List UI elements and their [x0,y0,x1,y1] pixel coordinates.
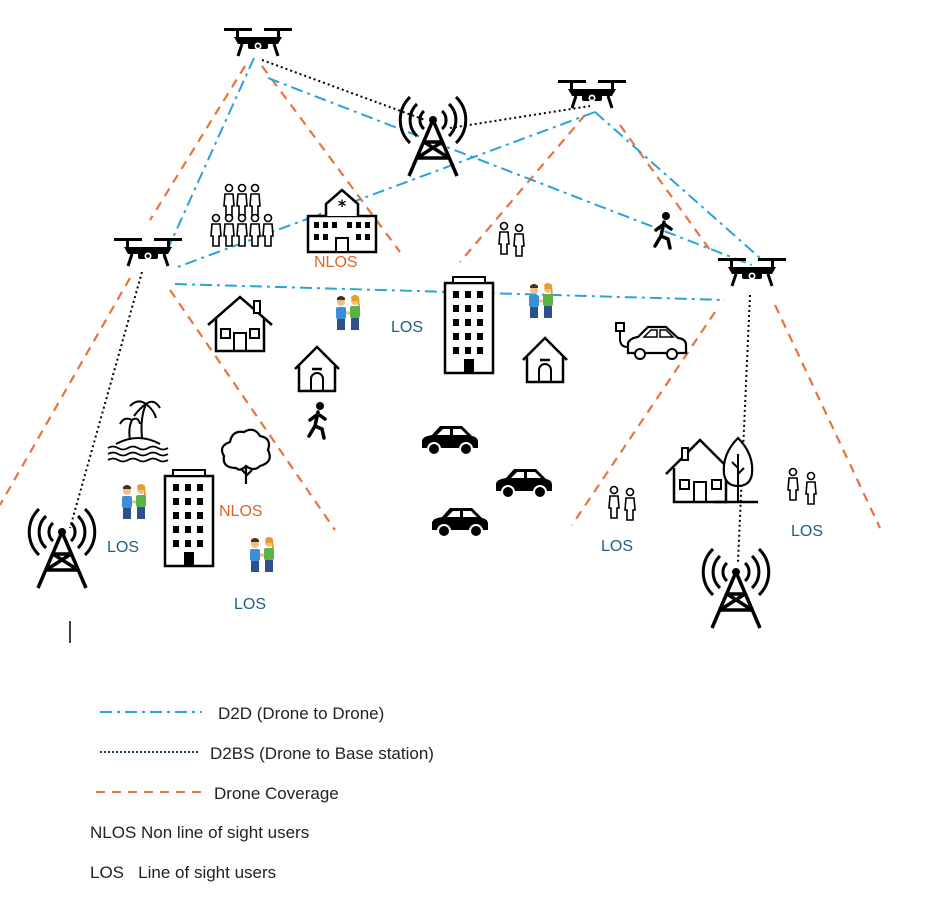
building-icon [163,468,215,568]
los-label: LOS [791,523,823,540]
cell-tower-icon [398,95,468,178]
electric-car-icon [614,321,688,361]
people-group-icon [210,183,274,247]
drone-icon [556,78,628,110]
couple-icon [527,281,555,320]
walking-person-icon [307,400,327,440]
d2bs-legend-label: D2BS (Drone to Base station) [210,744,434,763]
los-label: LOS [391,319,423,336]
car-icon [421,425,479,456]
island-icon [107,400,169,463]
tree-icon [220,428,271,486]
coverage-legend-label: Drone Coverage [214,784,339,803]
d2d-links [161,57,761,301]
los-legend-label: LOS Line of sight users [90,863,276,882]
walking-person-icon [653,210,673,250]
drone-icon [222,26,294,58]
d2d-legend-label: D2D (Drone to Drone) [218,704,384,723]
cell-tower-icon [701,547,771,630]
house-icon [293,345,341,393]
people-group-icon [608,485,636,521]
los-label: LOS [234,596,266,613]
couple-icon [120,482,148,521]
car-icon [495,468,553,499]
car-icon [431,507,489,538]
house-icon [664,436,760,504]
nlos-label: NLOS [314,254,358,271]
los-label: LOS [601,538,633,555]
house-icon [521,336,569,384]
people-group-icon [787,467,817,505]
los-label: LOS [107,539,139,556]
legend: D2D (Drone to Drone) D2BS (Drone to Base… [90,704,434,882]
couple-icon [248,535,276,574]
people-group-icon [498,221,525,257]
couple-icon [334,293,362,332]
house-icon [206,295,274,353]
nlos-legend-label: NLOS Non line of sight users [90,823,309,842]
d2bs-links [69,59,751,563]
building-icon [443,275,495,375]
drone-icon [716,256,788,288]
nlos-label: NLOS [219,503,263,520]
cell-tower-icon [27,507,97,590]
hospital-icon [306,188,378,254]
